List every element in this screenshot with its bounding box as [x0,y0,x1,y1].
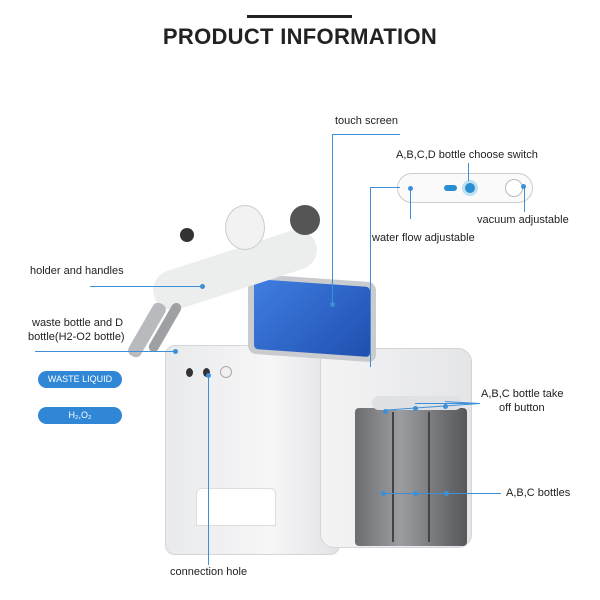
label-waste-1: waste bottle and D [32,317,124,329]
label-bottles: A,B,C bottles [506,487,571,499]
bottle-switch-knob [462,180,478,196]
label-takeoff-2: off button [499,402,545,414]
title-bar [247,15,352,18]
label-waste-2: bottle(H2-O2 bottle) [28,331,125,343]
label-takeoff-1: A,B,C bottle take [481,388,564,400]
connection-hole [186,368,193,377]
touch-screen [254,278,370,358]
label-vacuum: vacuum adjustable [477,214,569,226]
badge-h2-o2: H₂,O₂ [38,407,122,424]
label-touch-screen: touch screen [335,115,398,127]
vacuum-knob [505,179,523,197]
bottle-compartment [355,408,467,546]
label-water-flow: water flow adjustable [372,232,475,244]
label-bottle-switch: A,B,C,D bottle choose switch [396,149,538,161]
label-holder: holder and handles [30,265,124,277]
badge-waste-liquid: WASTE LIQUID [38,371,122,388]
label-connection-hole: connection hole [170,566,248,578]
page-title: PRODUCT INFORMATION [162,24,438,49]
